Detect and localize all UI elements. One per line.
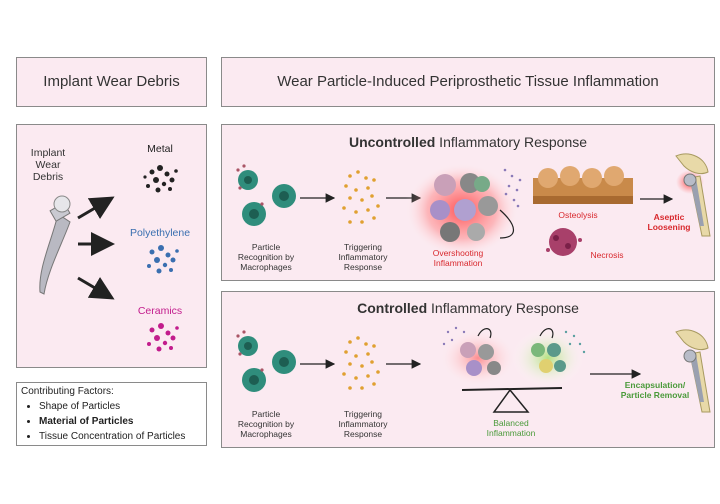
overshooting-label: Overshooting Inflammation: [432, 248, 484, 268]
factor-item: Tissue Concentration of Particles: [39, 429, 202, 444]
hip-healthy-icon: [675, 329, 711, 413]
uncontrolled-title-rest: Inflammatory Response: [435, 134, 588, 150]
right-header-box: Wear Particle-Induced Periprosthetic Tis…: [221, 57, 715, 107]
material-polyethylene-label: Polyethylene: [129, 227, 191, 239]
contributing-factors-box: Contributing Factors: Shape of Particles…: [16, 382, 207, 446]
implant-label-line1: Implant: [30, 147, 66, 159]
factor-item: Shape of Particles: [39, 399, 202, 414]
metal-particles-icon: [143, 165, 178, 193]
left-header-box: Implant Wear Debris: [16, 57, 207, 107]
necrosis-icon: [546, 228, 582, 256]
balanced-inflammation-icon: [438, 326, 586, 413]
polyethylene-particles-icon: [147, 245, 179, 274]
aseptic-loosening-label: Aseptic Loosening: [647, 212, 691, 232]
factors-title: Contributing Factors:: [21, 386, 114, 397]
implant-label-line3: Debris: [32, 171, 64, 183]
triggering-particles-icon-controlled: [342, 336, 380, 390]
implant-label-line2: Wear: [35, 159, 61, 171]
balanced-label: Balanced Inflammation: [486, 418, 536, 438]
controlled-title-rest: Inflammatory Response: [427, 300, 579, 316]
controlled-recognition-label: Particle Recognition by Macrophages: [237, 409, 295, 439]
uncontrolled-title: Uncontrolled Inflammatory Response: [221, 134, 715, 150]
material-ceramics-label: Ceramics: [137, 305, 183, 317]
uncontrolled-triggering-label: Triggering Inflammatory Response: [338, 242, 388, 272]
arrow-to-ceramics: [77, 276, 115, 300]
factor-item: Material of Particles: [39, 414, 202, 429]
encapsulation-label: Encapsulation/ Particle Removal: [620, 380, 690, 400]
controlled-title-bold: Controlled: [357, 300, 428, 316]
controlled-title: Controlled Inflammatory Response: [221, 300, 715, 316]
uncontrolled-title-bold: Uncontrolled: [348, 134, 436, 150]
macrophage-icon: [236, 164, 296, 226]
hip-loosening-icon: [675, 153, 711, 237]
overshooting-inflammation-icon: [404, 162, 522, 258]
hip-implant-icon: [39, 195, 71, 295]
uncontrolled-recognition-label: Particle Recognition by Macrophages: [237, 242, 295, 272]
right-header-title: Wear Particle-Induced Periprosthetic Tis…: [277, 73, 659, 90]
osteolysis-icon: [533, 166, 633, 204]
arrow-to-metal: [77, 196, 115, 220]
necrosis-label: Necrosis: [590, 250, 624, 260]
ceramics-particles-icon: [147, 323, 179, 352]
triggering-particles-icon: [342, 170, 380, 224]
controlled-triggering-label: Triggering Inflammatory Response: [338, 409, 388, 439]
material-metal-label: Metal: [147, 143, 173, 155]
implant-label: Implant Wear Debris: [18, 147, 78, 183]
osteolysis-label: Osteolysis: [558, 210, 598, 220]
macrophage-icon-controlled: [236, 330, 296, 392]
left-header-title: Implant Wear Debris: [43, 73, 180, 90]
